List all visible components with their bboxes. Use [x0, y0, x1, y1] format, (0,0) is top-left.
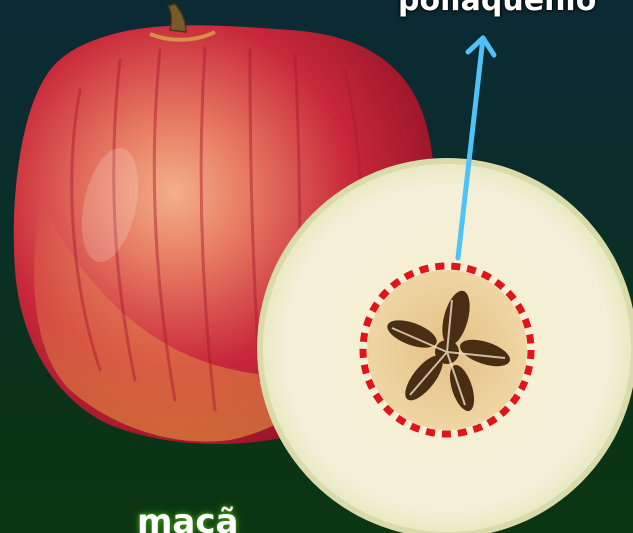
- label-maca: maçã: [137, 505, 238, 533]
- apple-cross-section: [257, 158, 633, 533]
- apple-stem: [168, 4, 186, 32]
- label-poliaquenio: poliaquênio: [398, 0, 596, 16]
